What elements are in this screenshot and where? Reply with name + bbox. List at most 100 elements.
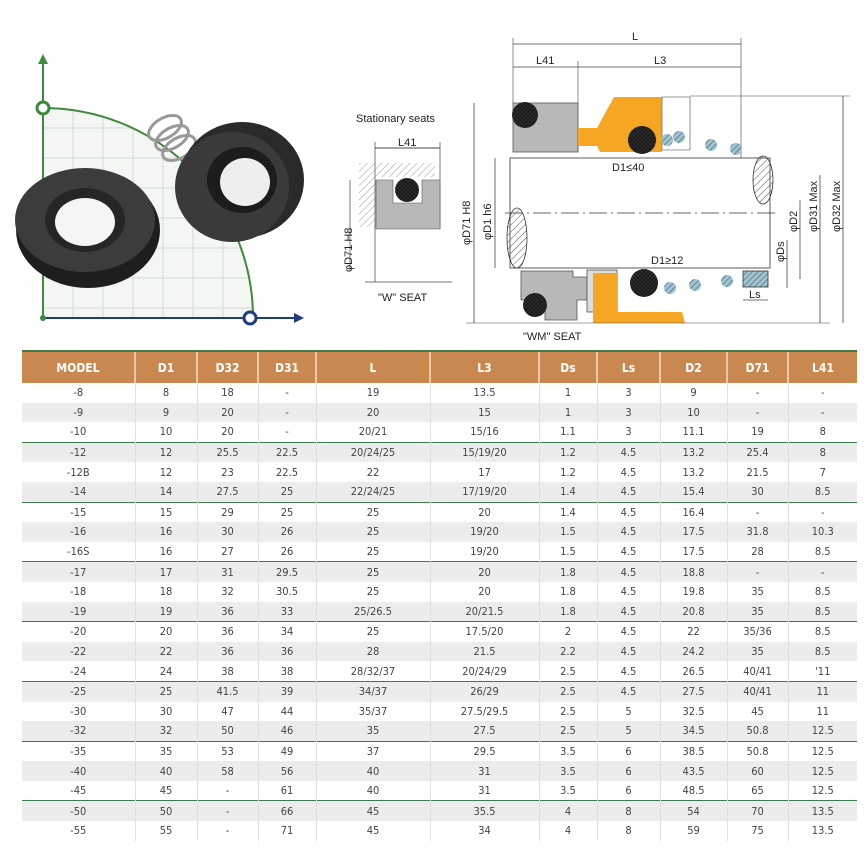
cell-ls: 4.5 [596, 541, 660, 562]
cell-ls: 8 [596, 800, 660, 822]
cell-model: -20 [22, 621, 135, 642]
column-header-d71: D71 [726, 350, 788, 383]
cell-d32: 38 [196, 661, 258, 682]
cell-l: 34/37 [315, 680, 430, 702]
cell-d71: 70 [726, 800, 788, 822]
cell-model: -17 [22, 561, 135, 582]
cell-d31: 36 [257, 641, 316, 662]
cell-l: 22/24/25 [315, 481, 430, 503]
cell-l41: 12.5 [787, 721, 857, 742]
cell-d32: 20 [196, 402, 258, 423]
d2-label: φD2 [788, 211, 800, 232]
cell-ls: 4.5 [596, 522, 660, 542]
cell-d31: 71 [257, 821, 316, 841]
column-header-d1: D1 [134, 350, 197, 383]
cell-d31: 22.5 [257, 462, 316, 482]
cell-l41: 12.5 [787, 761, 857, 781]
cell-l: 22 [315, 462, 430, 482]
cell-d31: 66 [257, 800, 316, 822]
cell-l: 25/26.5 [315, 601, 430, 622]
d1-label: φD1 h6 [482, 204, 494, 241]
cell-ds: 2 [538, 621, 597, 642]
cell-l: 40 [315, 761, 430, 781]
cell-d1: 45 [134, 780, 197, 801]
cell-d32: 30 [196, 522, 258, 542]
cell-d1: 10 [134, 422, 197, 443]
cell-l: 19 [315, 383, 430, 403]
cell-l: 25 [315, 522, 430, 542]
cell-d2: 9 [659, 383, 727, 403]
cell-d31: - [257, 402, 316, 423]
cell-ds: 3.5 [538, 761, 597, 781]
cell-l: 28/32/37 [315, 661, 430, 682]
cell-d32: 36 [196, 601, 258, 622]
cell-d2: 15.4 [659, 481, 727, 503]
cell-model: -24 [70, 664, 87, 678]
cell-l41: 12.5 [787, 740, 857, 762]
cell-l: 37 [315, 740, 430, 762]
cell-d2: 20.8 [659, 601, 727, 622]
cell-l3: 26/29 [429, 680, 539, 702]
cell-ds: 2.5 [538, 680, 597, 702]
cell-ds: 2.5 [538, 721, 597, 742]
cell-d31: 25 [257, 501, 316, 523]
cell-d71: 25.4 [726, 441, 788, 463]
cell-d31: 33 [257, 601, 316, 622]
cell-model: -12B [66, 465, 90, 479]
cell-ds: 3.5 [538, 780, 597, 801]
cell-ds: 1.5 [538, 541, 597, 562]
d31-label: φD31 Max [808, 180, 820, 232]
cell-l: 45 [315, 821, 430, 841]
cell-d31: 38 [257, 661, 316, 682]
cell-d32: 36 [196, 641, 258, 662]
stationary-seats-title: Stationary seats [356, 113, 435, 125]
cell-l: 40 [315, 780, 430, 801]
cell-model: -22 [22, 641, 135, 662]
cell-d71: 30 [726, 481, 788, 503]
cell-model: -25 [22, 680, 135, 702]
cell-ls: 5 [596, 721, 660, 742]
cell-model: -45 [70, 784, 87, 798]
cell-ls: 8 [596, 821, 660, 841]
cell-l3: 13.5 [429, 383, 539, 403]
cell-ds: 1.8 [538, 601, 597, 622]
cell-ls: 4.5 [596, 641, 660, 662]
column-header-l: L [315, 350, 430, 383]
cell-d32: - [196, 780, 258, 801]
cell-d2: 19.8 [659, 581, 727, 602]
w-seat-diagram: Stationary seats L41 φD71 H8 "W" SEAT [343, 113, 452, 304]
cell-d32: 58 [196, 761, 258, 781]
cell-d31: 26 [257, 522, 316, 542]
cell-d1: 32 [134, 721, 197, 742]
cell-d71: - [726, 402, 788, 423]
cell-model: -12 [22, 441, 135, 463]
cell-l3: 20 [429, 561, 539, 582]
cell-d1: 30 [134, 701, 197, 722]
product-photo [15, 54, 304, 326]
cell-model: -8 [73, 386, 84, 400]
cell-d2: 34.5 [659, 721, 727, 742]
wm-seat-label: "WM" SEAT [523, 331, 582, 343]
cell-d32: 31 [196, 561, 258, 582]
cell-d32: 41.5 [196, 680, 258, 702]
cell-ls: 4.5 [596, 621, 660, 642]
cell-l3: 35.5 [429, 800, 539, 822]
cell-d31: 30.5 [257, 581, 316, 602]
cell-l3: 19/20 [429, 522, 539, 542]
cell-d1: 16 [134, 541, 197, 562]
cell-d2: 48.5 [659, 780, 727, 801]
cell-l41: 12.5 [787, 780, 857, 801]
cell-ds: 1.2 [538, 462, 597, 482]
cell-d31: 56 [257, 761, 316, 781]
cell-d1: 35 [134, 740, 197, 762]
cell-model: -9 [22, 402, 135, 423]
cell-l41: 8.5 [787, 621, 857, 642]
